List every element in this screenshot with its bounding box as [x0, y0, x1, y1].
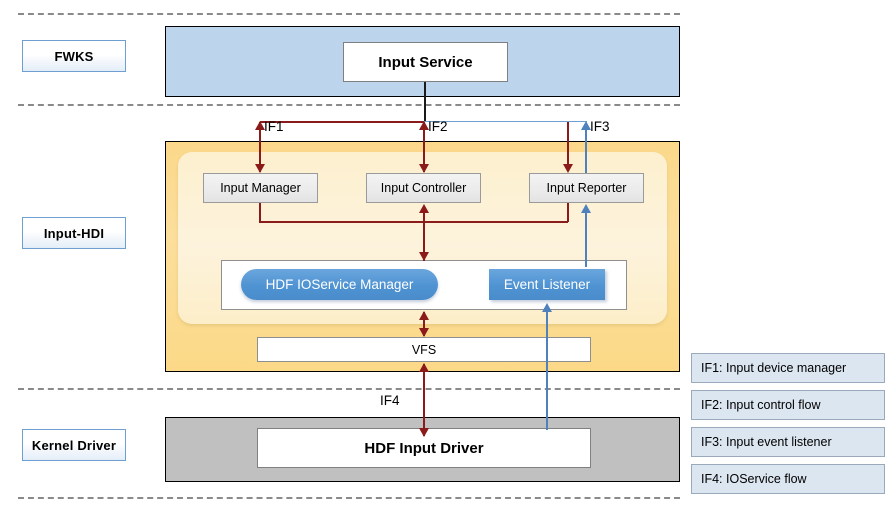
input-reporter-drop-line: [567, 203, 569, 222]
reporter-event-line: [585, 212, 587, 267]
event-path-arrow-up: [541, 303, 552, 312]
if1-connector-line: [259, 122, 261, 172]
tier-label-fwks: FWKS: [22, 40, 126, 72]
if3-connector-line: [585, 123, 587, 173]
hdf-ioservice-manager-box[interactable]: HDF IOService Manager: [241, 269, 438, 300]
legend-item-if2: IF2: Input control flow: [691, 390, 885, 420]
input-reporter-arrow-down: [562, 164, 573, 173]
if4-arrow-up: [418, 363, 429, 372]
if2-if3-bus-line: [424, 121, 587, 123]
tier-label-kernel-driver: Kernel Driver: [22, 429, 126, 461]
input-controller-arrow-up: [418, 204, 429, 213]
vfs-box[interactable]: VFS: [257, 337, 591, 362]
legend-item-if3: IF3: Input event listener: [691, 427, 885, 457]
input-manager-drop-line: [259, 203, 261, 222]
tier-label-input-hdi: Input-HDI: [22, 217, 126, 249]
if2-label: IF2: [428, 119, 448, 134]
input-reporter-down-line: [567, 122, 569, 164]
tier-separator-top: [18, 13, 680, 15]
if2-arrow-down: [418, 164, 429, 173]
tier-separator-fwks-hdi: [18, 104, 680, 106]
core-vfs-arrow-up: [418, 311, 429, 320]
input-service-stem: [424, 82, 426, 122]
if4-connector-line: [423, 364, 425, 436]
if4-arrow-down: [418, 428, 429, 437]
module-bus-line: [259, 221, 568, 223]
core-vfs-arrow-down: [418, 328, 429, 337]
core-vfs-line: [423, 312, 425, 336]
if2-arrow-up: [418, 121, 429, 130]
if3-label: IF3: [590, 119, 610, 134]
event-listener-box[interactable]: Event Listener: [489, 269, 605, 300]
input-service-box[interactable]: Input Service: [343, 42, 508, 82]
tier-separator-bottom: [18, 497, 680, 499]
hdi-core-arrow-down: [418, 252, 429, 261]
event-path-line: [546, 312, 548, 430]
input-controller-box[interactable]: Input Controller: [366, 173, 481, 203]
reporter-event-arrow-up: [580, 204, 591, 213]
if4-label: IF4: [380, 393, 400, 408]
input-manager-box[interactable]: Input Manager: [203, 173, 318, 203]
input-controller-riser-line: [423, 212, 425, 261]
if1-arrow-up: [254, 121, 265, 130]
if1-if2-bus-line: [260, 121, 425, 123]
if2-connector-line: [423, 122, 425, 172]
if1-label: IF1: [264, 119, 284, 134]
input-reporter-box[interactable]: Input Reporter: [529, 173, 644, 203]
legend-item-if1: IF1: Input device manager: [691, 353, 885, 383]
if1-arrow-down: [254, 164, 265, 173]
tier-separator-hdi-kernel: [18, 388, 680, 390]
if3-arrow-up: [580, 121, 591, 130]
legend-item-if4: IF4: IOService flow: [691, 464, 885, 494]
